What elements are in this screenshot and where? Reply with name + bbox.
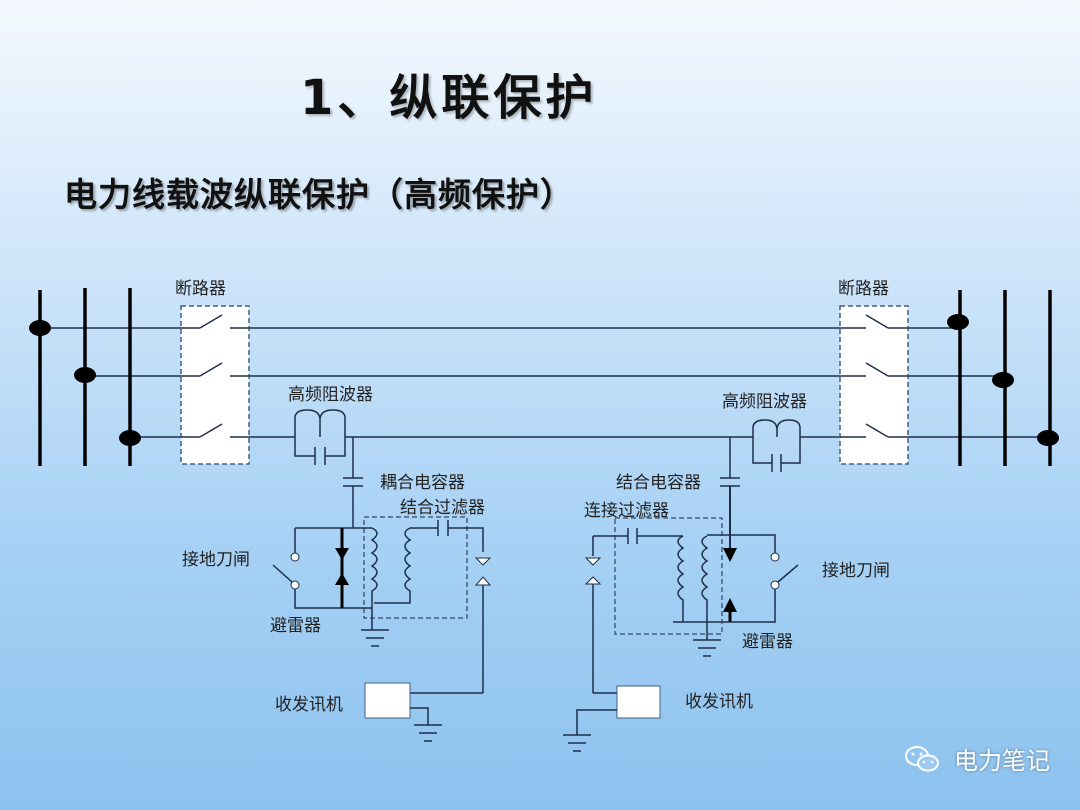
watermark: 电力笔记	[904, 741, 1050, 776]
left-arrester-label: 避雷器	[270, 616, 321, 636]
left-coupling-filter-label: 结合过滤器	[400, 498, 485, 518]
right-wave-trap-label: 高频阻波器	[722, 392, 807, 412]
right-coupling-filter-label: 连接过滤器	[584, 501, 669, 521]
wechat-icon	[904, 745, 940, 773]
right-ground-switch-label: 接地刀闸	[822, 561, 890, 581]
right-transceiver: 收发讯机	[562, 685, 753, 752]
watermark-text: 电力笔记	[954, 747, 1050, 775]
left-coupling-capacitor-label: 耦合电容器	[380, 473, 465, 493]
left-wave-trap: 高频阻波器	[288, 385, 373, 465]
right-breaker: 断路器	[838, 279, 909, 465]
left-coupling-unit: 耦合电容器 结合过滤器 接地刀闸 避雷器	[182, 437, 492, 694]
left-transceiver-label: 收发讯机	[275, 695, 343, 715]
left-breaker: 断路器	[175, 279, 250, 465]
left-busbars	[29, 288, 141, 466]
right-transceiver-label: 收发讯机	[685, 692, 753, 712]
right-busbars	[947, 290, 1059, 466]
left-breaker-label: 断路器	[175, 279, 226, 299]
right-coupling-capacitor-label: 结合电容器	[616, 473, 701, 493]
right-breaker-label: 断路器	[838, 279, 889, 299]
right-wave-trap: 高频阻波器	[722, 392, 807, 472]
left-ground-switch-label: 接地刀闸	[182, 550, 250, 570]
right-arrester-label: 避雷器	[742, 632, 793, 652]
slide-subtitle: 电力线载波纵联保护（高频保护）	[64, 175, 574, 214]
left-wave-trap-label: 高频阻波器	[288, 385, 373, 405]
left-transceiver: 收发讯机	[275, 682, 443, 742]
right-coupling-unit: 结合电容器 连接过滤器 接地刀闸 避雷器	[584, 437, 890, 694]
slide-title: 1、纵联保护	[300, 70, 598, 126]
